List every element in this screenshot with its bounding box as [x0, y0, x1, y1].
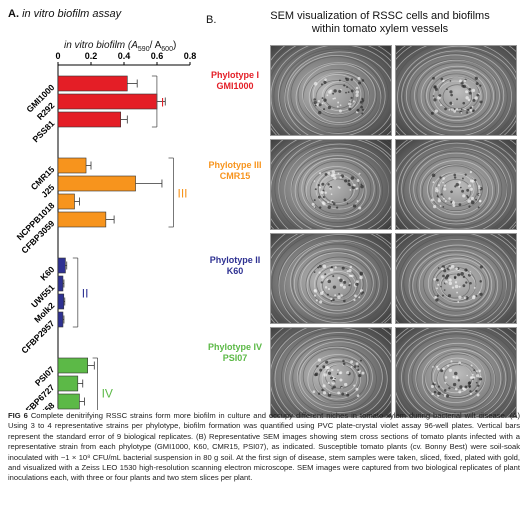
phylotype-label-i: Phylotype I GMI1000: [210, 70, 259, 91]
bar: [57, 311, 64, 328]
sem-texture: [396, 328, 516, 417]
sem-micrograph: [395, 233, 517, 324]
figure-label: FIG 6: [8, 411, 28, 420]
caption-text: Complete denitrifying RSSC strains form …: [8, 411, 520, 483]
x-tick-label: 0.6: [151, 51, 164, 61]
sem-micrograph: [270, 327, 392, 418]
bar: [57, 111, 122, 128]
strain-label: PSI07: [33, 364, 57, 388]
sem-micrograph: [270, 139, 392, 230]
sem-micrograph: [395, 139, 517, 230]
sem-micrograph: [270, 45, 392, 136]
sem-micrograph: [395, 45, 517, 136]
bar: [57, 157, 87, 174]
group-label: IV: [102, 387, 113, 401]
bar: [57, 257, 66, 274]
phylotype-label-iii: Phylotype III CMR15: [208, 160, 262, 181]
sem-texture: [271, 140, 391, 229]
panel-a-title: in vitro biofilm assay: [22, 8, 122, 20]
group-label: I: [161, 96, 164, 110]
bar: [57, 93, 158, 110]
bar: [57, 275, 64, 292]
bar: [57, 211, 107, 228]
bar: [57, 357, 89, 374]
x-tick-label: 0.4: [118, 51, 131, 61]
x-tick-label: 0: [55, 51, 60, 61]
sem-texture: [396, 234, 516, 323]
sem-texture: [396, 140, 516, 229]
strain-label: PSS81: [30, 118, 56, 144]
x-tick-label: 0.8: [184, 51, 197, 61]
bar: [57, 193, 75, 210]
panel-b-letter: B.: [206, 14, 217, 26]
panel-a-heading: A. in vitro biofilm assay: [8, 8, 121, 20]
x-axis-title: in vitro biofilm (A590/ A600): [64, 40, 177, 53]
panel-a-letter: A.: [8, 8, 19, 20]
bar: [57, 393, 80, 410]
sem-texture: [271, 328, 391, 417]
group-label: III: [178, 187, 188, 201]
bar: [57, 175, 136, 192]
bar: [57, 293, 65, 310]
phylotype-label-ii: Phylotype II K60: [209, 255, 261, 276]
panel-b-title: SEM visualization of RSSC cells and biof…: [270, 10, 490, 35]
group-label: II: [82, 287, 89, 301]
figure-caption: FIG 6 Complete denitrifying RSSC strains…: [8, 411, 520, 484]
phylotype-label-iv: Phylotype IV PSI07: [207, 342, 262, 363]
bar: [57, 75, 128, 92]
sem-micrograph: [270, 233, 392, 324]
sem-micrograph: [395, 327, 517, 418]
sem-texture: [396, 46, 516, 135]
sem-texture: [271, 46, 391, 135]
x-tick-label: 0.2: [85, 51, 98, 61]
bar: [57, 375, 79, 392]
strain-label: K60: [38, 264, 56, 282]
sem-texture: [271, 234, 391, 323]
